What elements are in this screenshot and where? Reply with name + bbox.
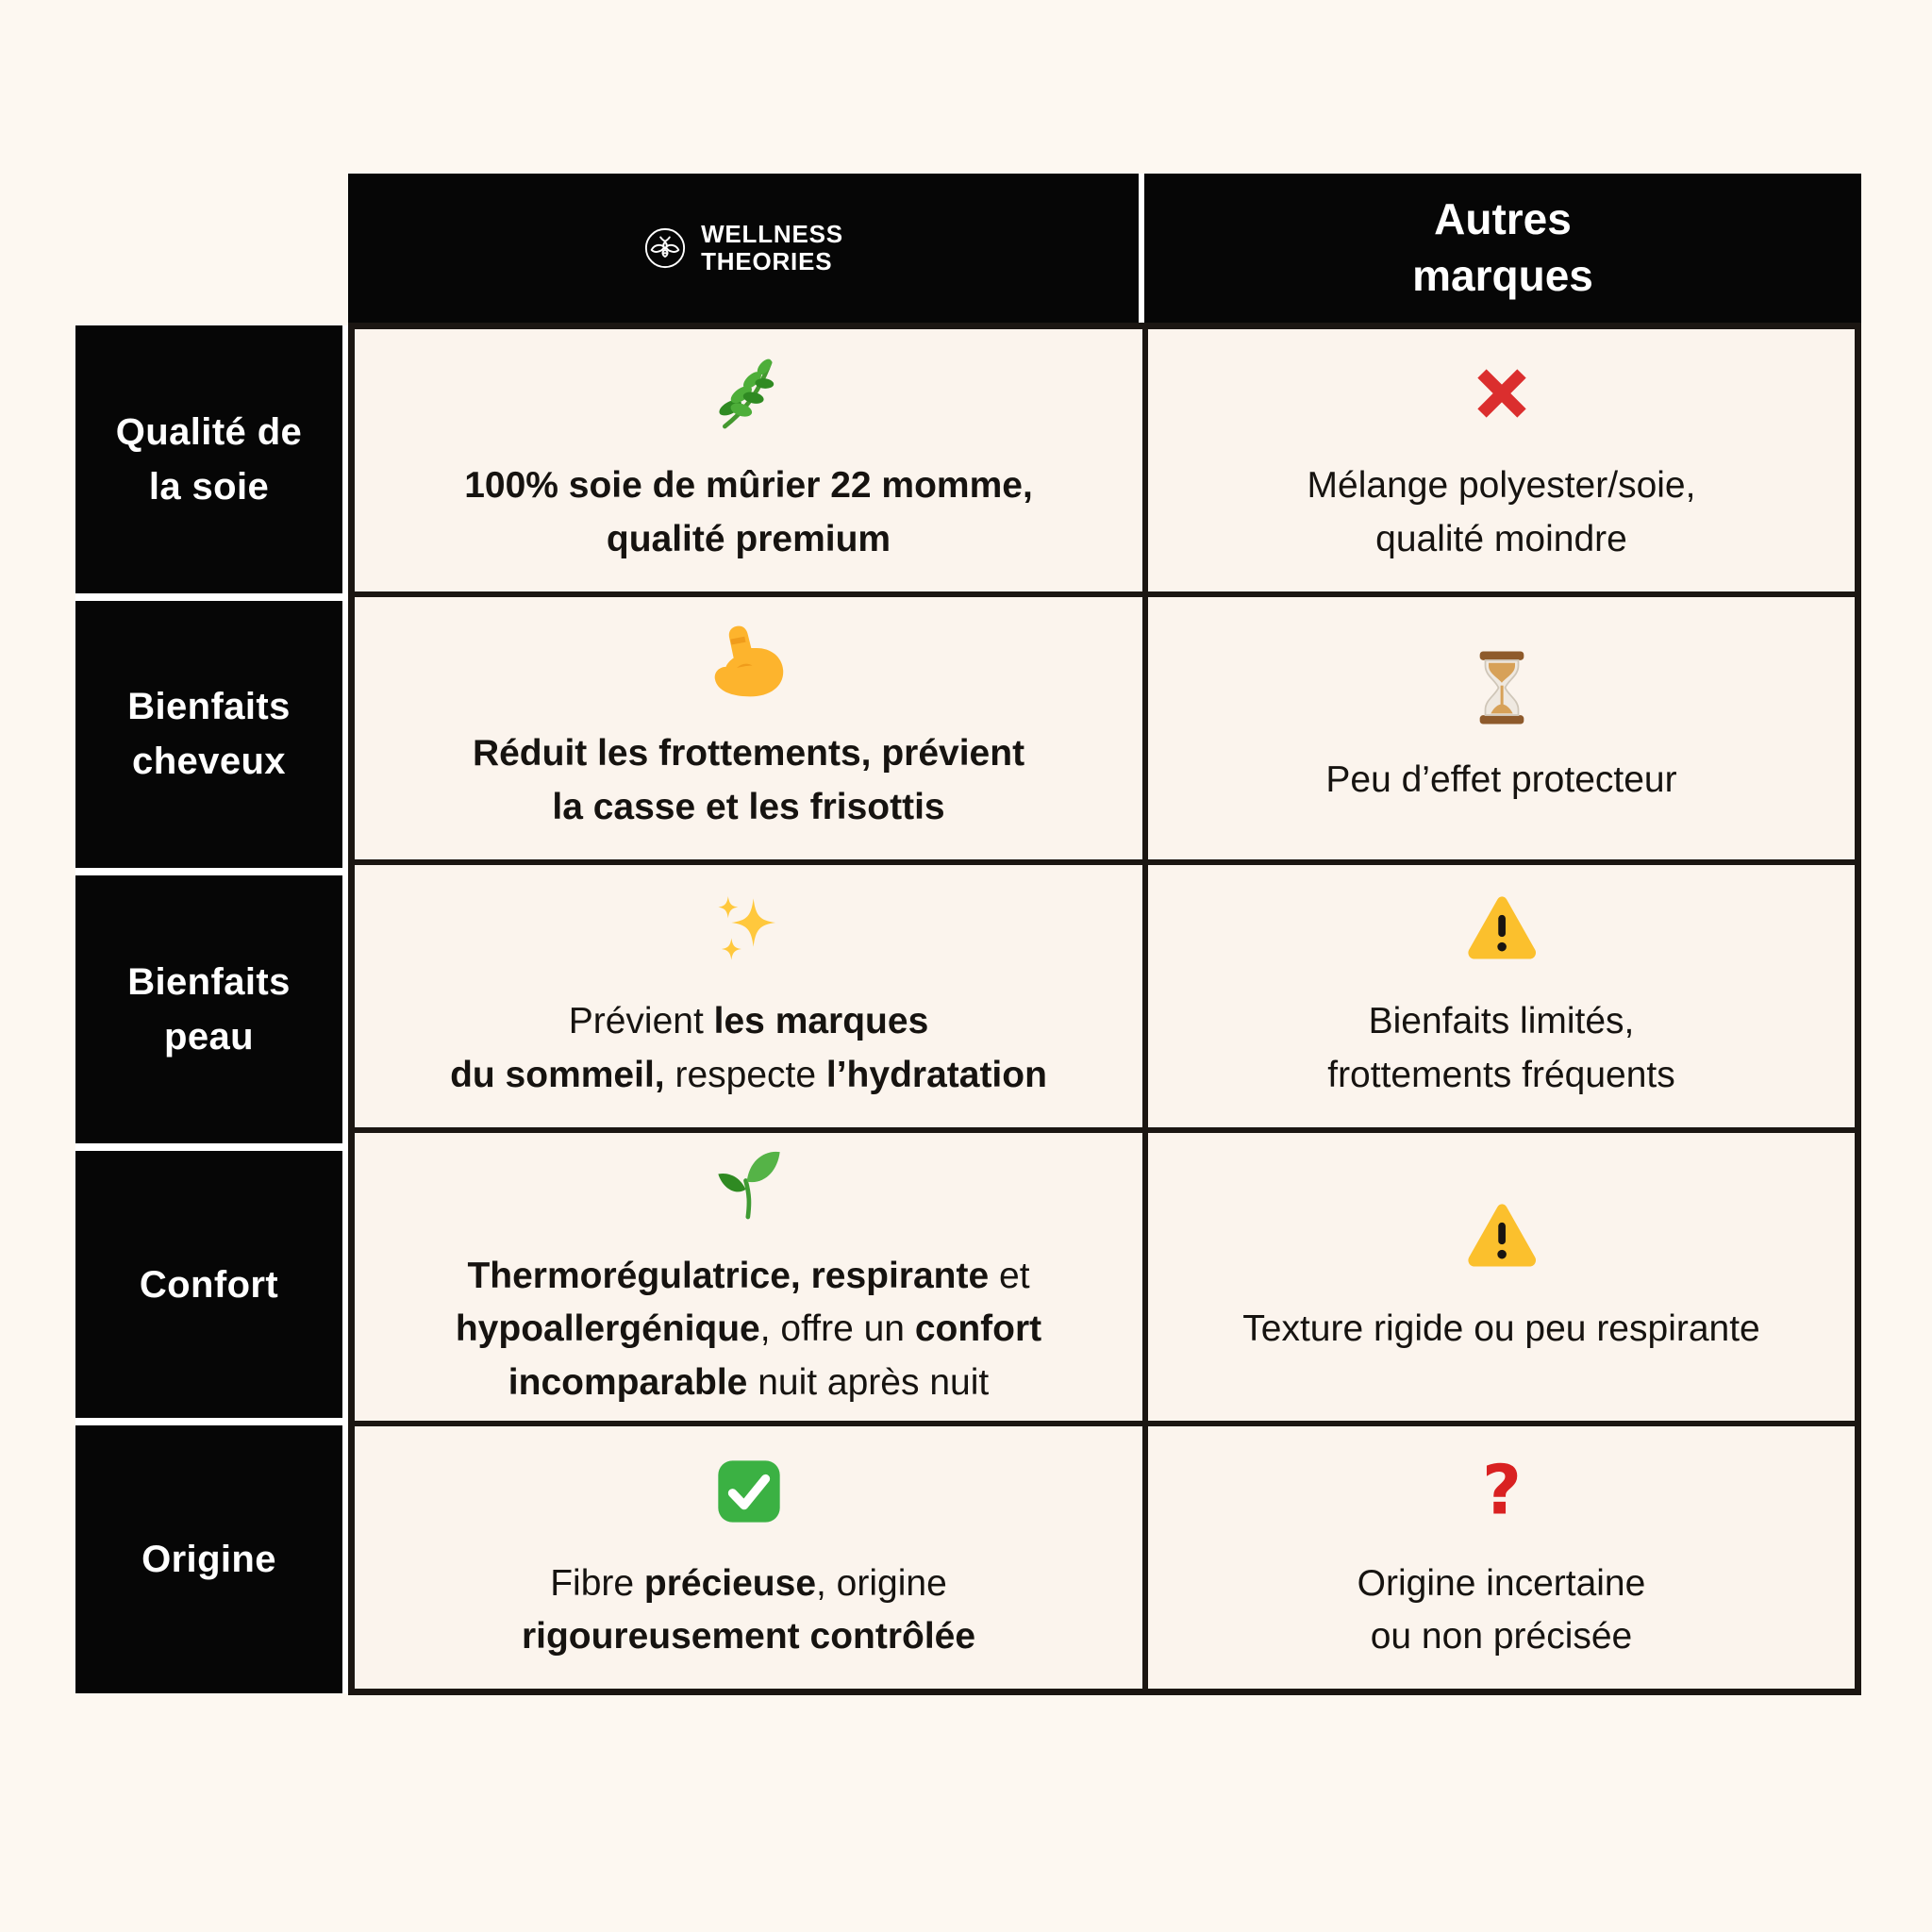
brand-header: WELLNESS THEORIES xyxy=(348,174,1139,323)
table-header-row: WELLNESS THEORIES Autres marques xyxy=(348,174,1861,323)
competitor-title: Autres marques xyxy=(1412,194,1593,300)
cell-text: Thermorégulatrice, respirante et hypoall… xyxy=(455,1255,1042,1403)
hourglass-icon xyxy=(1462,648,1541,727)
red-question-icon: ? xyxy=(1462,1452,1541,1531)
cell-text: Prévient les marques du sommeil, respect… xyxy=(450,1001,1047,1095)
cell-text: Peu d’effet protecteur xyxy=(1325,759,1677,801)
competitor-cell: Peu d’effet protecteur xyxy=(1148,596,1855,859)
svg-text:?: ? xyxy=(1482,1452,1522,1530)
sparkles-icon xyxy=(709,890,789,969)
brand-cell: 100% soie de mûrier 22 momme, qualité pr… xyxy=(355,329,1142,591)
row-label: Qualité de la soie xyxy=(75,325,342,593)
cell-text: 100% soie de mûrier 22 momme, qualité pr… xyxy=(464,465,1033,559)
warning-icon xyxy=(1462,890,1541,969)
row-label: Bienfaits cheveux xyxy=(75,600,342,869)
competitor-cell: ? Origine incertaine ou non précisée xyxy=(1148,1426,1855,1689)
brand-name-line1: WELLNESS xyxy=(701,220,843,249)
warning-icon xyxy=(1462,1197,1541,1276)
brand-name-line2: THEORIES xyxy=(701,247,833,275)
competitor-cell: Bienfaits limités, frottements fréquents xyxy=(1148,864,1855,1127)
brand-name: WELLNESS THEORIES xyxy=(701,221,843,275)
brand-cell: Fibre précieuse, origine rigoureusement … xyxy=(355,1426,1142,1689)
cell-text: Réduit les frottements, prévient la cass… xyxy=(472,733,1025,827)
check-mark-icon xyxy=(709,1452,789,1531)
competitor-header: Autres marques xyxy=(1144,174,1861,323)
flexed-biceps-icon xyxy=(709,622,789,701)
bee-logo-icon xyxy=(643,226,687,270)
seedling-icon xyxy=(709,1144,789,1224)
competitor-cell: Mélange polyester/soie, qualité moindre xyxy=(1148,329,1855,591)
brand-cell: Prévient les marques du sommeil, respect… xyxy=(355,864,1142,1127)
cell-text: Origine incertaine ou non précisée xyxy=(1357,1562,1646,1657)
cell-text: Texture rigide ou peu respirante xyxy=(1242,1308,1760,1350)
cross-mark-icon xyxy=(1462,354,1541,433)
cell-text: Bienfaits limités, frottements fréquents xyxy=(1327,1001,1675,1095)
herb-icon xyxy=(709,354,789,433)
brand-cell: Thermorégulatrice, respirante et hypoall… xyxy=(355,1132,1142,1422)
competitor-cell: Texture rigide ou peu respirante xyxy=(1148,1132,1855,1422)
row-label: Origine xyxy=(75,1425,342,1693)
comparison-grid: 100% soie de mûrier 22 momme, qualité pr… xyxy=(348,323,1861,1695)
cell-text: Mélange polyester/soie, qualité moindre xyxy=(1307,465,1696,559)
wellness-theories-logo: WELLNESS THEORIES xyxy=(643,221,843,275)
row-label: Bienfaits peau xyxy=(75,875,342,1143)
cell-text: Fibre précieuse, origine rigoureusement … xyxy=(521,1562,976,1657)
row-label: Confort xyxy=(75,1150,342,1419)
brand-cell: Réduit les frottements, prévient la cass… xyxy=(355,596,1142,859)
